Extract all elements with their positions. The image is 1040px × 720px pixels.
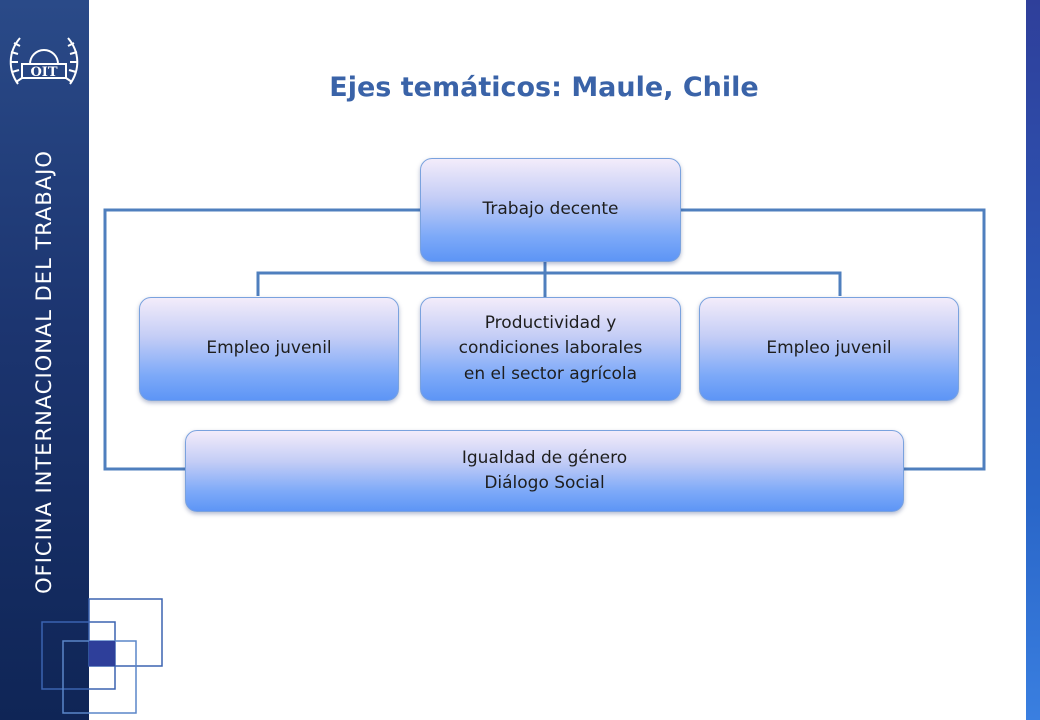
child-node-label: Empleo juvenil [206, 338, 332, 359]
bottom-node-label-line1: Igualdad de género [461, 447, 628, 468]
child-node-label: Empleo juvenil [766, 338, 892, 359]
left-sidebar-band [0, 0, 89, 720]
horizontal-branch-connector [256, 271, 842, 296]
right-outer-connector [681, 208, 986, 471]
left-outer-connector [103, 208, 420, 471]
oit-logo-icon: OIT [9, 37, 79, 85]
child-node-label-line3: en el sector agrícola [463, 363, 638, 384]
right-edge-band [1026, 0, 1040, 720]
slide-title: Ejes temáticos: Maule, Chile [329, 72, 759, 103]
bottom-node-igualdad-dialogo: Igualdad de género Diálogo Social [185, 430, 904, 512]
child-node-empleo-juvenil-left: Empleo juvenil [139, 297, 399, 401]
top-node-trabajo-decente: Trabajo decente [420, 158, 681, 262]
child-node-label-line1: Productividad y [484, 312, 617, 333]
child-node-label-line2: condiciones laborales [458, 338, 643, 359]
top-node-label: Trabajo decente [482, 199, 619, 220]
child-node-empleo-juvenil-right: Empleo juvenil [699, 297, 959, 401]
child-node-productividad: Productividad y condiciones laborales en… [420, 297, 681, 401]
svg-text:OIT: OIT [30, 65, 57, 80]
bottom-node-label-line2: Diálogo Social [484, 473, 605, 493]
